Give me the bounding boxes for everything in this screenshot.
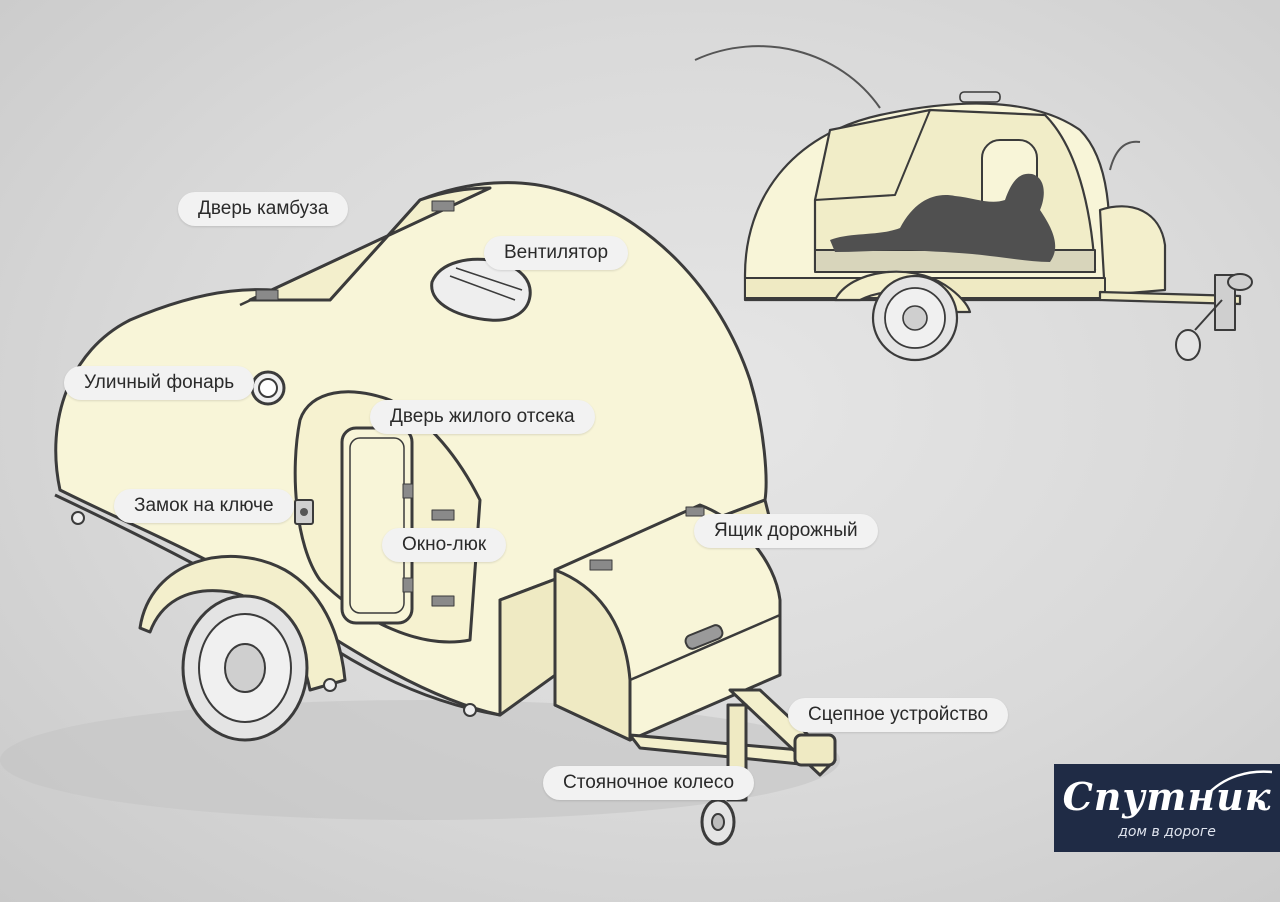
main-trailer bbox=[54, 181, 837, 846]
brand-logo: Спутник дом в дороге bbox=[1054, 764, 1280, 852]
label-cabin-door: Дверь жилого отсека bbox=[370, 400, 595, 434]
label-street-lamp: Уличный фонарь bbox=[64, 366, 255, 400]
small-trailer bbox=[694, 45, 1253, 362]
label-hitch: Сцепное устройство bbox=[788, 698, 1009, 732]
logo-swoosh-icon bbox=[1205, 770, 1273, 797]
logo-name: Спутник bbox=[1062, 774, 1272, 819]
label-key-lock: Замок на ключе bbox=[114, 489, 294, 523]
ventilator bbox=[430, 257, 532, 322]
label-travel-box: Ящик дорожный bbox=[694, 514, 878, 548]
fender bbox=[138, 555, 347, 692]
reclining-person-silhouette bbox=[830, 173, 1056, 262]
label-ventilator: Вентилятор bbox=[484, 236, 629, 270]
logo-tagline: дом в дороге bbox=[1118, 824, 1216, 840]
hatch-window bbox=[340, 426, 414, 625]
label-jockey-wheel: Стояночное колесо bbox=[543, 766, 755, 800]
hitch-head bbox=[793, 733, 837, 767]
label-hatch-window: Окно-люк bbox=[382, 528, 507, 562]
label-galley-door: Дверь камбуза bbox=[178, 192, 349, 226]
